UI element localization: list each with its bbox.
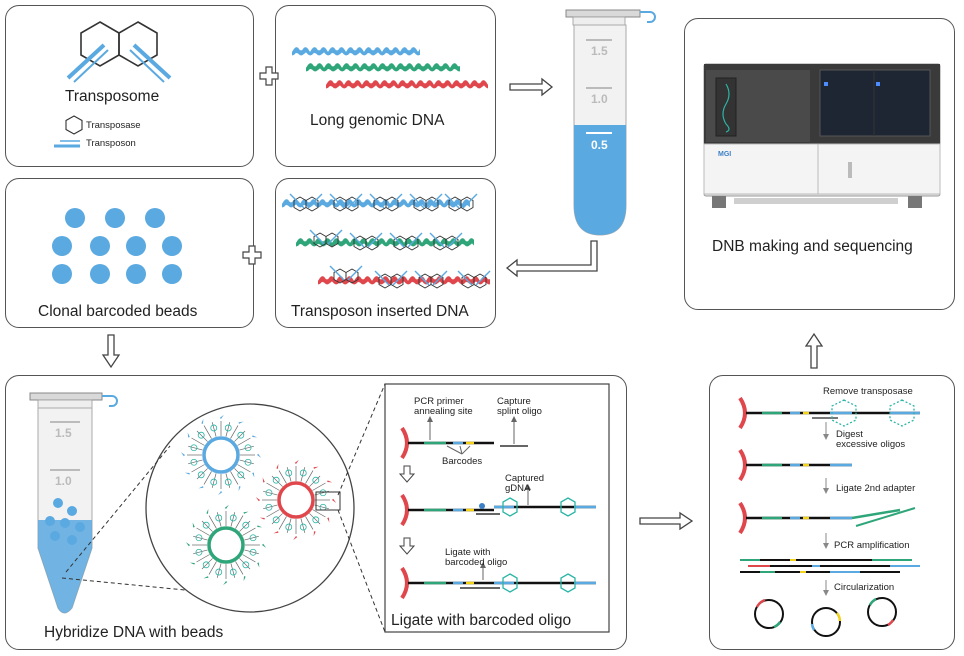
bead-magnifier bbox=[145, 403, 355, 613]
pcr-primer-label: PCR primer annealing site bbox=[414, 397, 473, 417]
bead-cluster-red bbox=[255, 459, 337, 541]
captured-line-1: Captured bbox=[505, 473, 545, 484]
plus-icon-top bbox=[259, 66, 279, 86]
tube-mark-3: 0.5 bbox=[591, 138, 608, 152]
tube-mark-1: 1.5 bbox=[591, 44, 608, 58]
bead-grid bbox=[52, 208, 182, 284]
bead-clusters bbox=[180, 414, 337, 586]
transposase-legend-icon bbox=[65, 115, 83, 135]
ligate-2nd-label: Ligate 2nd adapter bbox=[836, 483, 916, 494]
circularization-label: Circularization bbox=[834, 582, 895, 593]
tube-mark-2: 1.0 bbox=[591, 92, 608, 106]
transposome-icon bbox=[66, 21, 172, 83]
ligate-with-line-1: Ligate with bbox=[445, 547, 491, 558]
dna-strand-green bbox=[306, 63, 460, 72]
remove-transposase-label: Remove transposase bbox=[823, 386, 913, 397]
ligate-title: Ligate with barcoded oligo bbox=[391, 612, 572, 629]
library-steps-drawing bbox=[738, 396, 920, 637]
capture-line-2: splint oligo bbox=[497, 406, 542, 417]
library-steps-panel bbox=[709, 375, 955, 650]
inserted-strand-green bbox=[296, 238, 474, 247]
plus-icon-bottom bbox=[242, 245, 262, 265]
small-tube-mark-1: 1.5 bbox=[55, 426, 72, 440]
digest-line-1: Digest bbox=[836, 429, 863, 440]
pcr-primer-line-2: annealing site bbox=[414, 406, 473, 417]
hybridize-title: Hybridize DNA with beads bbox=[44, 624, 224, 641]
bead-cluster-blue bbox=[180, 414, 262, 496]
inserted-strand-blue bbox=[282, 199, 470, 208]
captured-line-2: gDNA bbox=[505, 483, 531, 494]
digest-label: Digest excessive oligos bbox=[836, 430, 905, 450]
digest-line-2: excessive oligos bbox=[836, 439, 906, 450]
small-tube-mark-2: 1.0 bbox=[55, 474, 72, 488]
transposome-title: Transposome bbox=[65, 88, 160, 105]
transposon-legend-icon bbox=[54, 140, 80, 148]
pcr-amplification-label: PCR amplification bbox=[834, 540, 910, 551]
inserted-dna-strands bbox=[282, 193, 491, 289]
small-tube-icon bbox=[29, 392, 118, 614]
transposon-legend-label: Transposon bbox=[86, 138, 136, 149]
sequencer-instrument-icon bbox=[703, 63, 941, 208]
arrow-right-icon-bottom bbox=[639, 511, 694, 531]
sequencing-title: DNB making and sequencing bbox=[712, 238, 913, 255]
barcodes-label: Barcodes bbox=[442, 456, 483, 467]
arrow-up-icon bbox=[804, 332, 824, 369]
dna-strand-blue bbox=[292, 47, 420, 56]
captured-gdna-label: Captured gDNA bbox=[505, 474, 544, 494]
transposome-panel bbox=[5, 5, 254, 167]
genomic-dna-strands bbox=[292, 47, 488, 89]
beads-title: Clonal barcoded beads bbox=[38, 303, 198, 320]
inserted-dna-title: Transposon inserted DNA bbox=[291, 303, 469, 320]
inserted-strand-red bbox=[318, 276, 490, 285]
instrument-logo: MGI bbox=[718, 151, 732, 158]
arrow-return-icon bbox=[505, 240, 598, 278]
genomic-dna-title: Long genomic DNA bbox=[310, 112, 445, 129]
capture-line-1: Capture bbox=[497, 396, 531, 407]
capture-splint-label: Capture splint oligo bbox=[497, 397, 542, 417]
ligate-with-line-2: barcoded oligo bbox=[445, 557, 508, 568]
dna-strand-red bbox=[326, 80, 488, 89]
ligate-detail-drawing bbox=[398, 416, 596, 600]
arrow-right-icon bbox=[509, 77, 554, 97]
transposase-legend-label: Transposase bbox=[86, 120, 141, 131]
arrow-down-icon bbox=[101, 334, 121, 369]
bead-cluster-green bbox=[185, 504, 267, 586]
tube-icon bbox=[565, 9, 656, 236]
ligate-with-label: Ligate with barcoded oligo bbox=[445, 548, 507, 568]
pcr-primer-line-1: PCR primer bbox=[414, 396, 464, 407]
